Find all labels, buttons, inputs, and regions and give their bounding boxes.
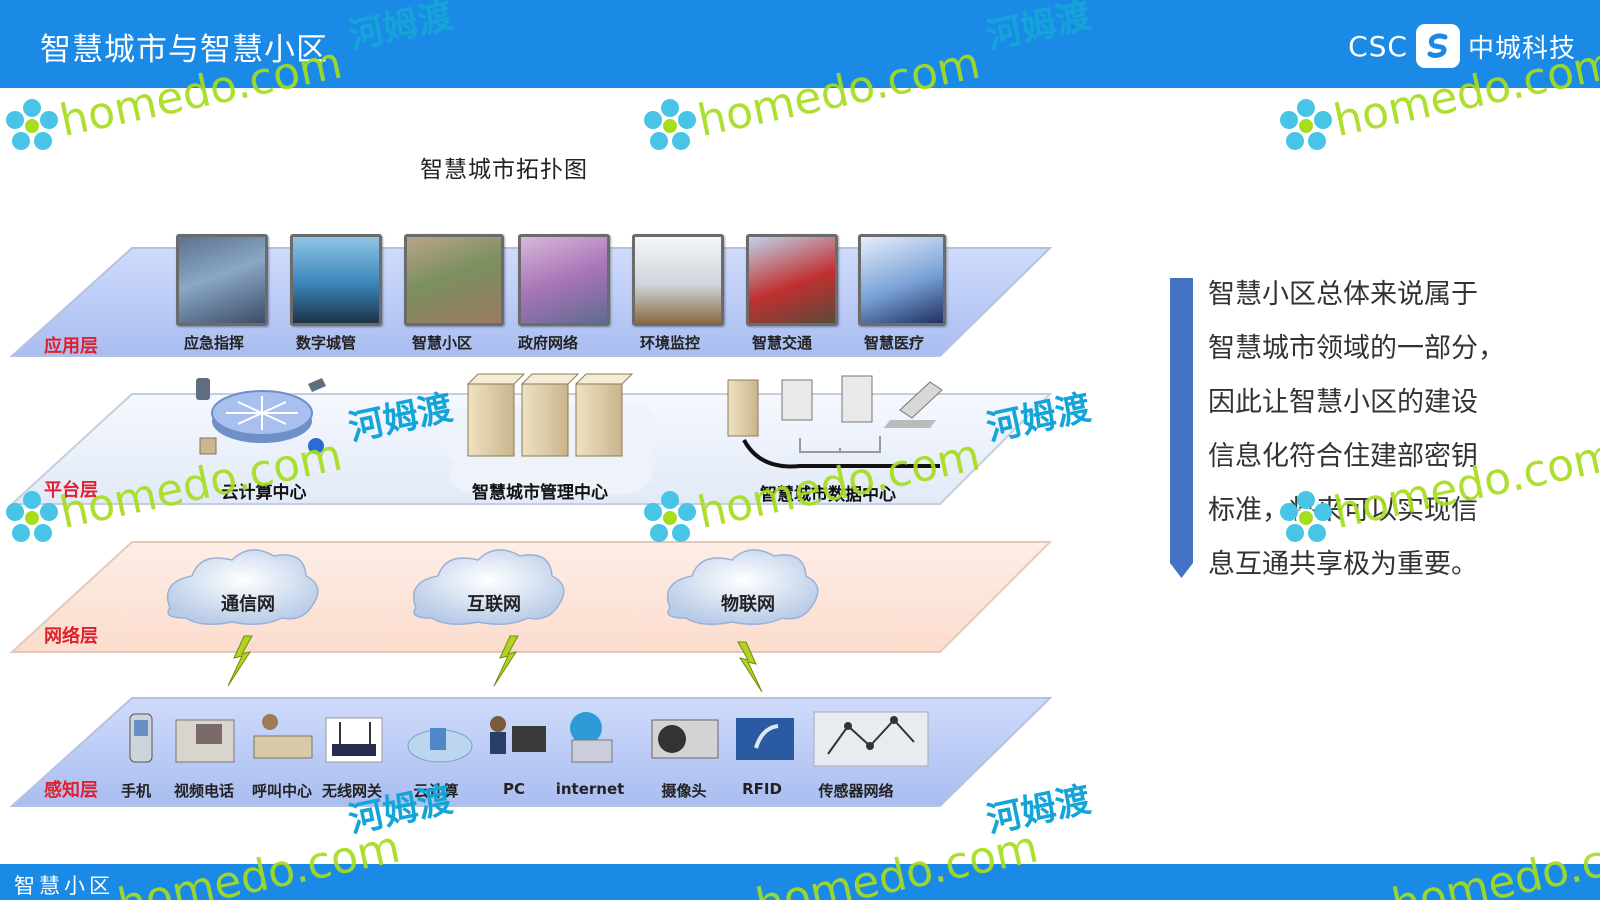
brand-code: CSC (1348, 29, 1408, 63)
sensor-network-icon (813, 711, 929, 767)
layer-label-application: 应用层 (44, 336, 98, 357)
platform-item-label: 智慧城市数据中心 (760, 485, 896, 505)
tile-smart-community (404, 234, 504, 326)
wireless-gateway-icon (325, 717, 383, 763)
brand-name: 中城科技 (1467, 33, 1576, 64)
accent-bar (1170, 278, 1193, 578)
description-line: 信息化符合住建部密钥 (1208, 441, 1478, 472)
perception-item-label: internet (555, 780, 625, 798)
tile-smart-medical (858, 234, 946, 326)
internet-cloud-icon (412, 549, 565, 625)
tile-digital-city (290, 234, 382, 326)
call-center-icon (253, 714, 313, 759)
lightning-bolt-icons (227, 635, 763, 693)
network-item-label: 互联网 (467, 594, 521, 615)
perception-item-label: 视频电话 (173, 782, 235, 800)
cloud-computing-hub-icon (196, 378, 326, 455)
app-item-label: 智慧医疗 (863, 334, 925, 352)
description-line: 标准，将来可以实现信 (1208, 495, 1478, 526)
cloud-computing-icon (407, 728, 473, 763)
app-item-label: 政府网络 (517, 334, 579, 352)
perception-item-label: 呼叫中心 (251, 782, 313, 800)
perception-item-label: 传感器网络 (818, 782, 894, 800)
pc-icon (490, 716, 546, 754)
management-center-servers-icon (440, 373, 661, 494)
perception-devices (129, 711, 929, 767)
data-center-devices-icon (727, 375, 943, 469)
tile-government-network (518, 234, 610, 326)
perception-item-label: 无线网关 (321, 782, 383, 800)
slide-title: 智慧城市与智慧小区 (40, 32, 328, 68)
tile-smart-transport (746, 234, 838, 326)
description-line: 智慧小区总体来说属于 (1208, 279, 1478, 310)
tile-emergency-command (176, 234, 268, 326)
perception-item-label: PC (502, 780, 526, 798)
network-item-label: 通信网 (221, 594, 275, 615)
rfid-icon (736, 718, 794, 760)
brand-logo-icon (1415, 24, 1460, 68)
network-clouds (166, 549, 819, 625)
header-bar: 智慧城市与智慧小区 CSC 中城科技 (0, 0, 1600, 88)
platform-item-label: 云计算中心 (221, 483, 307, 503)
footer-bar: 智慧小区 (0, 864, 1600, 900)
platform-item-label: 智慧城市管理中心 (472, 483, 608, 503)
app-item-label: 智慧小区 (411, 334, 473, 352)
video-phone-icon (175, 719, 235, 763)
internet-globe-icon (570, 712, 613, 763)
perception-item-label: RFID (742, 780, 782, 798)
tile-environment-monitor (632, 234, 724, 326)
description-line: 因此让智慧小区的建设 (1208, 387, 1478, 418)
description-text: 智慧小区总体来说属于 智慧城市领域的一部分， 因此让智慧小区的建设 信息化符合住… (1208, 268, 1568, 592)
iot-cloud-icon (666, 549, 819, 625)
perception-item-label: 摄像头 (661, 782, 707, 800)
layer-label-perception: 感知层 (44, 780, 98, 801)
network-item-label: 物联网 (721, 594, 775, 615)
app-item-label: 环境监控 (639, 334, 701, 352)
brand: CSC 中城科技 (1348, 24, 1576, 68)
camera-icon (651, 719, 719, 759)
perception-item-label: 手机 (120, 782, 152, 800)
description-line: 智慧城市领域的一部分， (1208, 333, 1505, 364)
perception-item-label: 云计算 (413, 782, 459, 800)
app-item-label: 智慧交通 (751, 334, 813, 352)
layer-label-platform: 平台层 (44, 480, 98, 501)
app-item-label: 数字城管 (295, 334, 357, 352)
telecom-cloud-icon (166, 549, 319, 625)
diagram-title: 智慧城市拓扑图 (420, 157, 588, 183)
layer-label-network: 网络层 (44, 626, 98, 647)
footer-label: 智慧小区 (14, 874, 114, 898)
app-item-label: 应急指挥 (183, 334, 245, 352)
mobile-phone-icon (129, 713, 153, 763)
description-line: 息互通共享极为重要。 (1208, 549, 1478, 580)
